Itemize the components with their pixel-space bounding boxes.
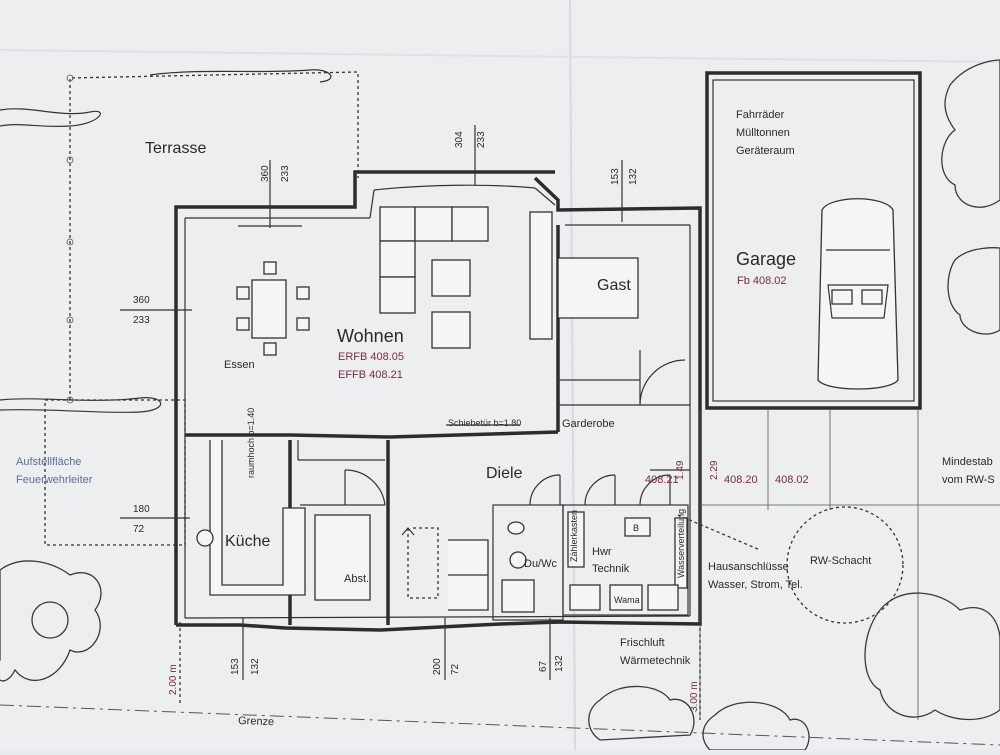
dim-wohnen-bottom: 233	[476, 131, 487, 148]
dim-right-a: 1.49	[675, 460, 686, 480]
staircase	[401, 527, 489, 611]
grenze-label: Grenze	[238, 715, 274, 728]
zaehlerkasten-label: Zählerkasten	[569, 510, 579, 562]
dim-kueche-bottom: 72	[133, 524, 145, 535]
abst-label: Abst.	[344, 573, 369, 585]
dim-bottom-2a: 200	[432, 658, 443, 675]
site-lines	[0, 399, 1000, 746]
dim-terrasse-top: 360	[260, 165, 271, 182]
dim-left-top: 360	[133, 295, 150, 306]
dim-bottom-1b: 132	[250, 658, 261, 675]
wasserverteilung-label: Wasserverteilung	[676, 509, 686, 578]
wohnen-furniture	[236, 206, 553, 426]
dim-left-bottom: 233	[133, 315, 150, 326]
mindest-note-1: Mindestab	[942, 456, 993, 468]
wohnen-label: Wohnen	[337, 326, 404, 346]
anschluss-note-1: Hausanschlüsse	[708, 561, 789, 573]
paper-fold	[0, 49, 1000, 63]
mindest-note-2: vom RW-S	[942, 474, 995, 486]
garage-walls	[705, 71, 922, 410]
paper-fold	[569, 0, 576, 751]
dim-bottom-3b: 132	[554, 655, 565, 672]
wohnen-erfb: ERFB 408.05	[338, 351, 404, 363]
garderobe-label: Garderobe	[562, 418, 615, 430]
aufstell-note-2: Feuerwehrleiter	[16, 474, 93, 486]
car-icon	[817, 198, 899, 390]
dim-gast-bottom: 132	[628, 168, 639, 185]
dim-gast-top: 153	[610, 168, 621, 185]
wama-label: Wama	[614, 595, 640, 605]
wohnen-effb: EFFB 408.21	[338, 369, 403, 381]
dim-boundary-left: 2.00 m	[168, 664, 179, 695]
garage-elevation: Fb 408.02	[737, 275, 787, 287]
frischluft-note-1: Frischluft	[620, 637, 665, 649]
garage-note-3: Geräteraum	[736, 145, 795, 157]
schiebetuer-label: Schiebetür b=1.80	[448, 418, 521, 428]
garage-label: Garage	[736, 249, 796, 269]
dim-bottom-1a: 153	[230, 658, 241, 675]
rw-schacht-label: RW-Schacht	[810, 555, 871, 567]
technik-label: Technik	[592, 563, 630, 575]
dim-kueche-top: 180	[133, 504, 150, 515]
anschluss-note-2: Wasser, Strom, Tel.	[708, 579, 803, 591]
aufstell-note-1: Aufstellfläche	[16, 456, 81, 468]
dim-terrasse-bottom: 233	[280, 165, 291, 182]
dim-bottom-2b: 72	[450, 663, 461, 675]
outside-elevation-1: 408.20	[724, 474, 758, 486]
kueche-label: Küche	[225, 533, 270, 550]
diele-elevation: 408.21	[645, 474, 679, 486]
frischluft-note-2: Wärmetechnik	[620, 655, 691, 667]
kueche-counters	[196, 440, 371, 601]
sanitary-fixtures	[501, 511, 688, 613]
terrasse-outline	[0, 69, 359, 414]
gast-bed	[557, 257, 639, 319]
hwr-label: Hwr	[592, 546, 612, 558]
gast-label: Gast	[597, 277, 631, 294]
dim-bottom-3a: 67	[538, 660, 549, 672]
du-wc-label: Du/Wc	[524, 558, 558, 570]
dim-boundary-right: 3.00 m	[689, 681, 700, 712]
b-label: B	[633, 523, 639, 533]
diele-label: Diele	[486, 465, 523, 482]
window-markers	[120, 125, 690, 680]
dim-wohnen-top: 304	[454, 131, 465, 148]
house-walls	[174, 170, 702, 632]
essen-label: Essen	[224, 359, 255, 371]
garage-note-1: Fahrräder	[736, 109, 785, 121]
garage-note-2: Mülltonnen	[736, 127, 790, 139]
dim-right-b: 2.29	[709, 460, 720, 480]
raumhoch-label: raumhoch b=1.40	[246, 408, 256, 478]
tree-icons	[0, 59, 1000, 751]
outside-elevation-2: 408.02	[775, 474, 809, 486]
terrasse-label: Terrasse	[145, 140, 206, 157]
